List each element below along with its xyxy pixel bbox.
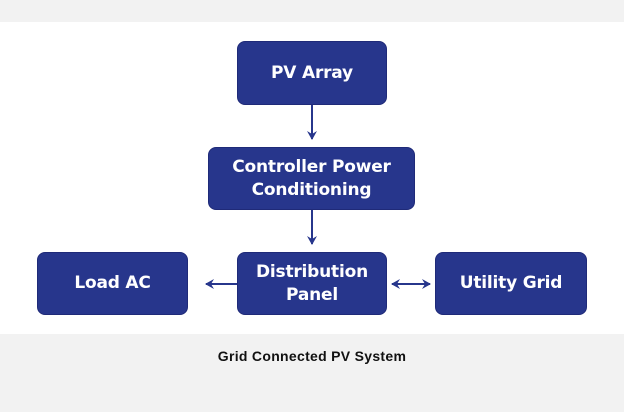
node-utility-grid: Utility Grid xyxy=(435,252,587,315)
node-label: Utility Grid xyxy=(459,273,563,293)
diagram-caption: Grid Connected PV System xyxy=(217,348,407,364)
node-distribution: Distribution Panel xyxy=(237,252,387,315)
node-load-ac: Load AC xyxy=(37,252,188,315)
node-label: Distribution Panel xyxy=(255,261,368,305)
node-pv-array: PV Array xyxy=(237,41,387,105)
node-label: Controller Power Conditioning xyxy=(232,156,391,200)
node-label: Load AC xyxy=(74,273,151,293)
node-label: PV Array xyxy=(271,62,353,83)
node-controller: Controller Power Conditioning xyxy=(208,147,415,210)
